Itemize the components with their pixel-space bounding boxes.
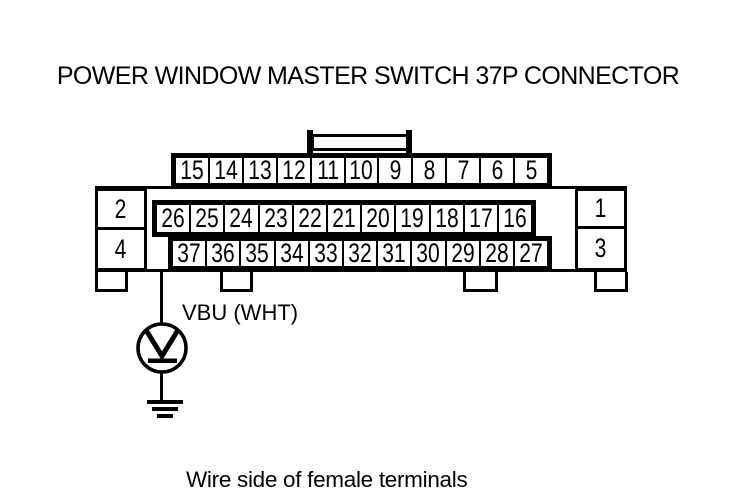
mounting-foot-4 [594, 272, 628, 292]
pin-number: 21 [332, 203, 356, 233]
pin-19: 19 [394, 203, 431, 234]
pin-number: 32 [348, 239, 372, 268]
pin-number: 8 [423, 156, 436, 185]
pin-6: 6 [479, 156, 516, 185]
pin-24: 24 [223, 203, 260, 234]
pin-number: 5 [525, 156, 537, 185]
pin-number: 30 [416, 239, 441, 268]
pin-number: 13 [248, 156, 272, 185]
pin-number: 17 [469, 203, 493, 233]
pin-30: 30 [410, 239, 447, 268]
ground-bar-1 [147, 400, 183, 404]
mounting-foot-2 [220, 272, 253, 292]
pin-number: 7 [457, 156, 470, 185]
pin-15: 15 [174, 156, 210, 185]
voltmeter-underline [148, 358, 177, 363]
mounting-foot-3 [463, 272, 498, 292]
pin-number: 34 [279, 239, 304, 268]
pin-number: 26 [161, 203, 185, 233]
pin-number: 23 [263, 203, 288, 233]
voltmeter-v-shape [143, 328, 181, 361]
pin-8: 8 [411, 156, 448, 185]
pin-1: 1 [575, 188, 627, 229]
pin-12: 12 [275, 156, 312, 185]
pin-row-middle: 26 25 24 23 22 21 20 19 18 17 16 [152, 200, 536, 237]
pin-row-bottom: 37 36 35 34 33 32 31 30 29 28 27 [168, 236, 552, 271]
pin-16: 16 [496, 203, 534, 234]
pin-number: 25 [195, 203, 219, 233]
pin-17: 17 [462, 203, 499, 234]
pin-2: 2 [95, 188, 147, 230]
pin-26: 26 [155, 203, 192, 234]
connector-latch-tab [311, 134, 409, 151]
pin-13: 13 [241, 156, 278, 185]
pin-number: 9 [389, 156, 402, 185]
pin-29: 29 [444, 239, 481, 268]
pin-31: 31 [376, 239, 413, 268]
pin-number: 27 [519, 239, 543, 268]
pin-number: 15 [180, 156, 204, 185]
pin-37: 37 [171, 239, 208, 268]
pin-14: 14 [207, 156, 244, 185]
pin-10: 10 [343, 156, 380, 185]
pin-number: 2 [115, 193, 127, 224]
pin-34: 34 [273, 239, 310, 268]
pin-27: 27 [512, 239, 550, 268]
ground-bar-2 [152, 407, 178, 411]
pin-35: 35 [239, 239, 276, 268]
diagram-title: POWER WINDOW MASTER SWITCH 37P CONNECTOR [56, 62, 680, 90]
pin-number: 14 [214, 156, 238, 185]
pin-21: 21 [325, 203, 363, 234]
pin-22: 22 [291, 203, 328, 234]
probe-wire [160, 236, 163, 325]
pin-36: 36 [205, 239, 242, 268]
pin-9: 9 [377, 156, 414, 185]
pin-number: 12 [281, 156, 306, 185]
pin-number: 31 [382, 239, 406, 268]
wire-label: VBU (WHT) [182, 300, 299, 325]
pin-number: 18 [434, 203, 459, 233]
voltmeter-icon [136, 322, 188, 374]
pin-number: 29 [450, 239, 475, 268]
ground-bar-3 [157, 414, 173, 418]
pin-number: 20 [366, 203, 390, 233]
pin-4: 4 [95, 227, 147, 271]
pin-number: 19 [400, 203, 425, 233]
pin-number: 1 [595, 193, 607, 223]
pin-number: 4 [115, 233, 127, 264]
pin-number: 3 [595, 233, 607, 263]
pin-5: 5 [513, 156, 549, 185]
pin-number: 11 [316, 156, 339, 185]
pin-18: 18 [428, 203, 465, 234]
pin-28: 28 [478, 239, 515, 268]
pin-3: 3 [575, 226, 627, 271]
latch-post-right [406, 130, 412, 157]
pin-number: 16 [503, 203, 527, 233]
pin-20: 20 [360, 203, 397, 234]
pin-7: 7 [445, 156, 482, 185]
pin-number: 22 [298, 203, 322, 233]
pin-number: 10 [349, 156, 374, 185]
pin-number: 6 [491, 156, 503, 185]
pin-33: 33 [307, 239, 344, 268]
latch-post-left [307, 130, 313, 157]
pin-number: 33 [314, 239, 338, 268]
pin-number: 24 [229, 203, 254, 233]
pin-11: 11 [309, 156, 346, 185]
pin-25: 25 [189, 203, 226, 234]
pin-number: 36 [211, 239, 235, 268]
pin-number: 35 [245, 239, 270, 268]
ground-wire [160, 370, 163, 402]
pin-number: 28 [485, 239, 509, 268]
diagram-caption: Wire side of female terminals [186, 467, 468, 492]
pin-number: 37 [177, 239, 201, 268]
pin-23: 23 [257, 203, 294, 234]
mounting-foot-1 [95, 272, 128, 292]
pin-32: 32 [341, 239, 379, 268]
